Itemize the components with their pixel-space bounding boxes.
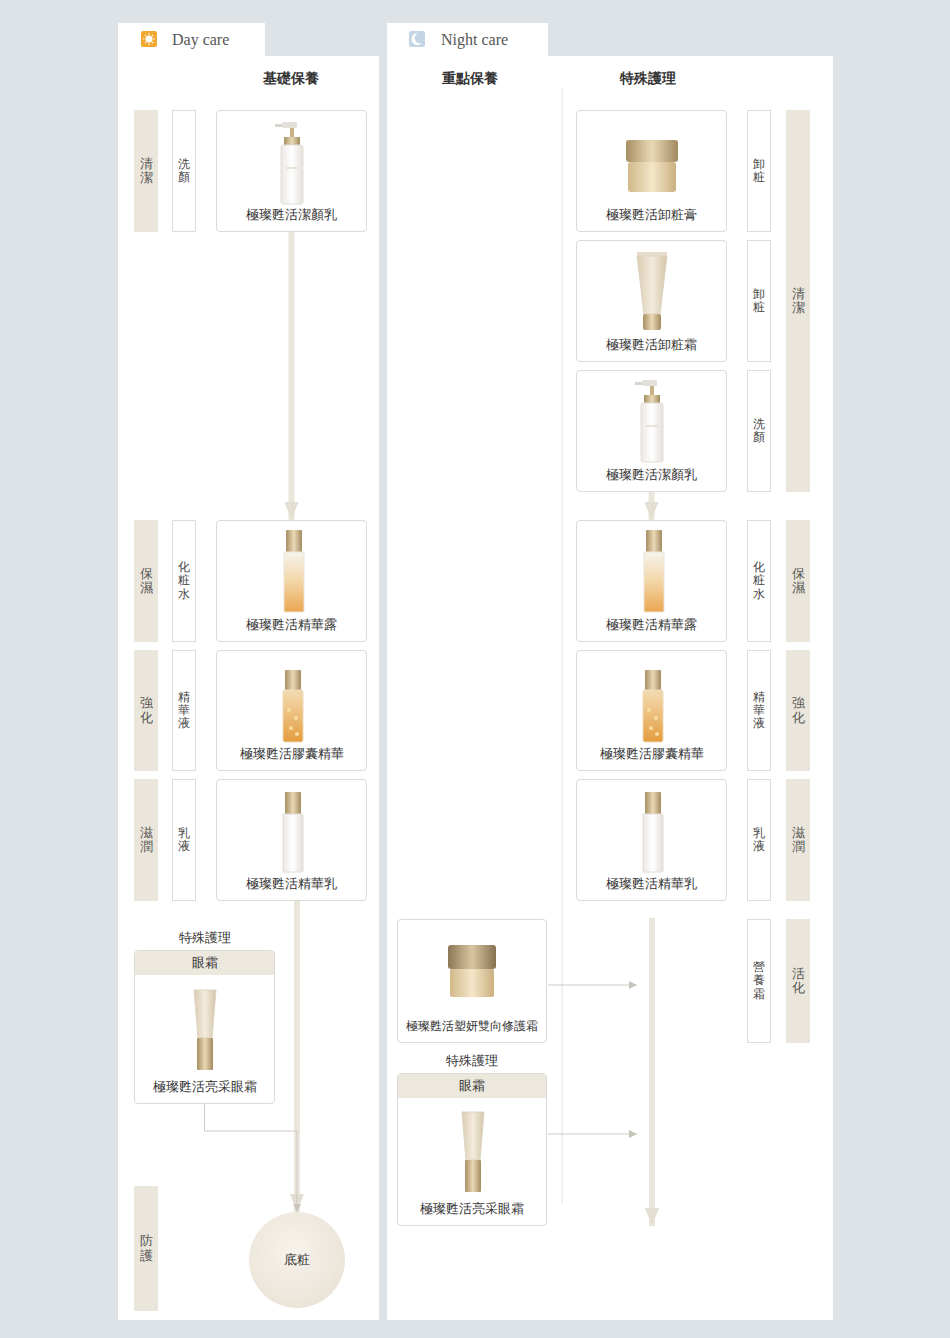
tab-title: Day care (172, 31, 229, 49)
product-name: 極璨甦活精華露 (606, 617, 697, 634)
product-name: 極璨甦活卸粧霜 (606, 337, 697, 354)
category-band: 保濕 (134, 520, 158, 642)
step-label: 乳液 (747, 779, 771, 901)
product-box: 極璨甦活精華露 (576, 520, 727, 642)
step-label: 洗顏 (172, 110, 196, 232)
column-heading: 基礎保養 (263, 70, 319, 88)
category-text: 清潔 (792, 287, 805, 316)
product-name: 極璨甦活亮采眼霜 (153, 1079, 257, 1096)
day-panel (118, 56, 379, 1320)
category-band: 清潔 (134, 110, 158, 232)
night-tab-shape (387, 23, 548, 57)
category-text: 保濕 (140, 567, 153, 596)
column-heading: 重點保養 (442, 70, 498, 88)
category-band: 清潔 (786, 110, 810, 492)
step-text: 營養霜 (753, 961, 765, 1001)
category-band: 保濕 (786, 520, 810, 642)
step-text: 精華液 (178, 691, 190, 731)
product-box: 極璨甦活塑妍雙向修護霜 (397, 919, 547, 1043)
step-text: 精華液 (753, 691, 765, 731)
sun-icon (141, 31, 157, 47)
category-text: 防護 (140, 1234, 153, 1263)
step-label: 精華液 (172, 650, 196, 771)
flow-arrow (289, 232, 295, 520)
flow-arrow (649, 492, 655, 520)
product-box: 極璨甦活潔顏乳 (576, 370, 727, 492)
product-box: 極璨甦活膠囊精華 (216, 650, 367, 771)
column-divider (562, 88, 563, 1203)
day-tab-shape (118, 23, 265, 57)
product-illustrations (194, 122, 678, 1192)
product-box: 極璨甦活膠囊精華 (576, 650, 727, 771)
step-label: 洗顏 (747, 370, 771, 492)
step-label: 乳液 (172, 779, 196, 901)
flow-arrow (205, 1104, 298, 1212)
product-name: 極璨甦活亮采眼霜 (420, 1201, 524, 1218)
step-text: 卸粧 (753, 158, 765, 184)
step-text: 化粧水 (178, 561, 190, 601)
step-text: 洗顏 (753, 418, 765, 444)
header-text: 眼霜 (398, 1074, 546, 1098)
category-text: 清潔 (140, 157, 153, 186)
category-band: 滋潤 (134, 779, 158, 901)
product-name: 極璨甦活精華乳 (246, 876, 337, 893)
category-text: 強化 (792, 696, 805, 725)
product-box: 極璨甦活卸粧膏 (576, 110, 727, 232)
care-tab: Night care (387, 23, 548, 56)
step-text: 乳液 (178, 827, 190, 853)
category-band: 活化 (786, 919, 810, 1043)
step-text: 化粧水 (753, 561, 765, 601)
night-panel (387, 56, 833, 1320)
product-name: 極璨甦活卸粧膏 (606, 207, 697, 224)
category-text: 強化 (140, 696, 153, 725)
moon-icon (409, 31, 425, 47)
product-box: 極璨甦活潔顏乳 (216, 110, 367, 232)
product-name: 極璨甦活潔顏乳 (246, 207, 337, 224)
product-name: 極璨甦活塑妍雙向修護霜 (406, 1018, 538, 1035)
step-label: 化粧水 (747, 520, 771, 642)
product-name: 極璨甦活潔顏乳 (606, 467, 697, 484)
foundation-circle: 底粧 (249, 1212, 345, 1308)
category-text: 滋潤 (140, 826, 153, 855)
category-text: 活化 (792, 967, 805, 996)
step-text: 卸粧 (753, 288, 765, 314)
product-name: 極璨甦活精華乳 (606, 876, 697, 893)
care-tab: Day care (118, 23, 265, 56)
section-heading: 特殊護理 (179, 930, 231, 947)
night-flow-lines (548, 918, 652, 1226)
product-name: 極璨甦活膠囊精華 (600, 746, 704, 763)
category-band: 防護 (134, 1186, 158, 1311)
category-band: 強化 (134, 650, 158, 771)
tab-title: Night care (441, 31, 508, 49)
product-name: 極璨甦活精華露 (246, 617, 337, 634)
product-box: 極璨甦活精華乳 (576, 779, 727, 901)
product-box: 極璨甦活卸粧霜 (576, 240, 727, 362)
section-heading: 特殊護理 (446, 1053, 498, 1070)
column-heading: 特殊護理 (620, 70, 676, 88)
step-label: 卸粧 (747, 110, 771, 232)
circle-text: 底粧 (284, 1251, 310, 1269)
step-label: 營養霜 (747, 919, 771, 1043)
header-text: 眼霜 (135, 951, 274, 975)
step-label: 卸粧 (747, 240, 771, 362)
step-label: 化粧水 (172, 520, 196, 642)
category-band: 強化 (786, 650, 810, 771)
eye-cream-box: 特殊護理眼霜極璨甦活亮采眼霜 (134, 950, 275, 1104)
step-text: 洗顏 (178, 158, 190, 184)
eye-cream-box: 特殊護理眼霜極璨甦活亮采眼霜 (397, 1073, 547, 1226)
step-text: 乳液 (753, 827, 765, 853)
product-box: 極璨甦活精華乳 (216, 779, 367, 901)
product-box: 極璨甦活精華露 (216, 520, 367, 642)
category-band: 滋潤 (786, 779, 810, 901)
category-text: 保濕 (792, 567, 805, 596)
product-name: 極璨甦活膠囊精華 (240, 746, 344, 763)
category-text: 滋潤 (792, 826, 805, 855)
step-label: 精華液 (747, 650, 771, 771)
